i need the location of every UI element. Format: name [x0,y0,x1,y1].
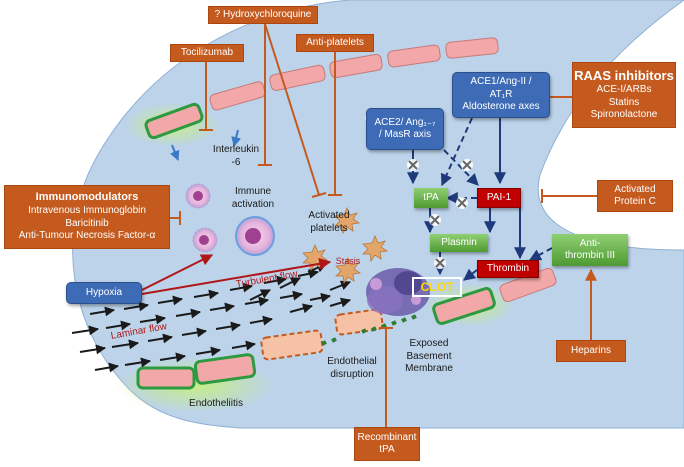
tpa-box: tPA [414,188,448,208]
antiplatelets-label: Anti-platelets [306,36,364,48]
raas-item: Statins [608,96,640,108]
hydroxychloroquine-box: ? Hydroxychloroquine [208,6,318,24]
plasmin-box: Plasmin [430,234,488,252]
activated-protein-c-line: Activated [614,183,656,195]
immune-activation-line: Immune [234,186,272,197]
therapy-connectors [170,23,597,427]
ace1-line: Aldosterone axes [462,101,540,113]
tocilizumab-label: Tocilizumab [180,46,234,58]
raas-title: RAAS inhibitors [574,68,674,84]
ace2-line: / MasR axis [378,129,432,140]
stasis-text: Stasis [335,256,361,266]
exposed-basement-membrane-line: Basement [406,350,452,362]
ace1-axes-box: ACE1/Ang-II / AT₁R Aldosterone axes [452,72,550,118]
immune-activation-label: Immune activation [222,186,284,211]
immunomodulator-item: Baricitinib [65,217,109,229]
clot-label: CLOT [420,280,454,294]
stasis-label: Stasis [328,256,368,267]
endothelial-disruption-line: Endothelial [327,356,377,367]
heparins-label: Heparins [570,344,612,356]
antithrombin-line: Anti- [579,237,601,249]
immune-activation-line: activation [231,198,275,210]
activated-platelets-line: Activated [308,210,350,221]
activated-protein-c-box: Activated Protein C [597,180,673,212]
activated-protein-c-line: Protein C [614,196,656,207]
hypoxia-arrows [141,254,332,295]
antithrombin-line: thrombin III [564,250,616,261]
antithrombin-box: Anti- thrombin III [552,234,628,266]
antiplatelets-box: Anti-platelets [296,34,374,52]
raas-item: Spironolactone [590,109,658,121]
raas-item: ACE-I/ARBs [596,84,652,96]
raas-inhibitors-box: RAAS inhibitors ACE-I/ARBs Statins Spiro… [572,62,676,128]
immunomodulators-box: Immunomodulators Intravenous Immunoglobi… [4,185,170,249]
endothelial-cells-bottom [115,267,557,413]
heparins-box: Heparins [556,340,626,362]
endothelial-disruption-line: disruption [330,368,374,380]
endotheliitis-text: Endotheliitis [189,398,243,409]
exposed-basement-membrane-line: Exposed [409,338,449,349]
endotheliitis-label: Endotheliitis [176,398,256,411]
recombinant-tpa-line: tPA [379,444,395,455]
activated-platelets-graphic [302,206,389,285]
immune-cells [185,183,275,256]
plasmin-label: Plasmin [441,236,477,248]
hydroxychloroquine-label: ? Hydroxychloroquine [214,8,312,20]
exposed-basement-membrane-line: Membrane [405,363,453,374]
interleukin-line: -6 [231,156,241,168]
tocilizumab-box: Tocilizumab [170,44,244,62]
activated-platelets-label: Activated platelets [296,210,362,235]
thrombin-label: Thrombin [486,262,530,274]
exposed-basement-membrane-label: Exposed Basement Membrane [396,338,462,376]
interleukin-label: Interleukin -6 [206,144,266,169]
clot-box: CLOT [412,277,462,297]
hypoxia-box: Hypoxia [66,282,142,304]
endothelial-cells-top [124,37,499,147]
ace2-axis-box: ACE2/ Ang₁₋₇ / MasR axis [366,108,444,150]
hypoxia-label: Hypoxia [85,286,123,298]
pai1-box: PAI-1 [477,188,521,208]
recombinant-tpa-line: Recombinant [357,431,417,443]
activated-platelets-line: platelets [310,222,348,234]
immunomodulator-item: Intravenous Immunoglobin [28,205,146,217]
interleukin-line: Interleukin [212,144,260,155]
clot-mass [366,268,430,316]
ace2-line: ACE2/ Ang₁₋₇ [374,116,436,128]
immunomodulators-title: Immunomodulators [35,191,139,204]
endothelial-disruption-label: Endothelial disruption [320,356,384,381]
pai1-label: PAI-1 [486,191,512,203]
immunomodulator-item: Anti-Tumour Necrosis Factor-α [18,230,156,242]
flow-arrows [71,263,351,373]
tpa-label: tPA [423,191,439,203]
ace1-line: ACE1/Ang-II / [470,76,532,88]
thrombin-box: Thrombin [477,260,539,278]
recombinant-tpa-box: Recombinant tPA [354,427,420,461]
interleukin-arrows [170,129,242,161]
ace1-line: AT₁R [489,88,513,100]
